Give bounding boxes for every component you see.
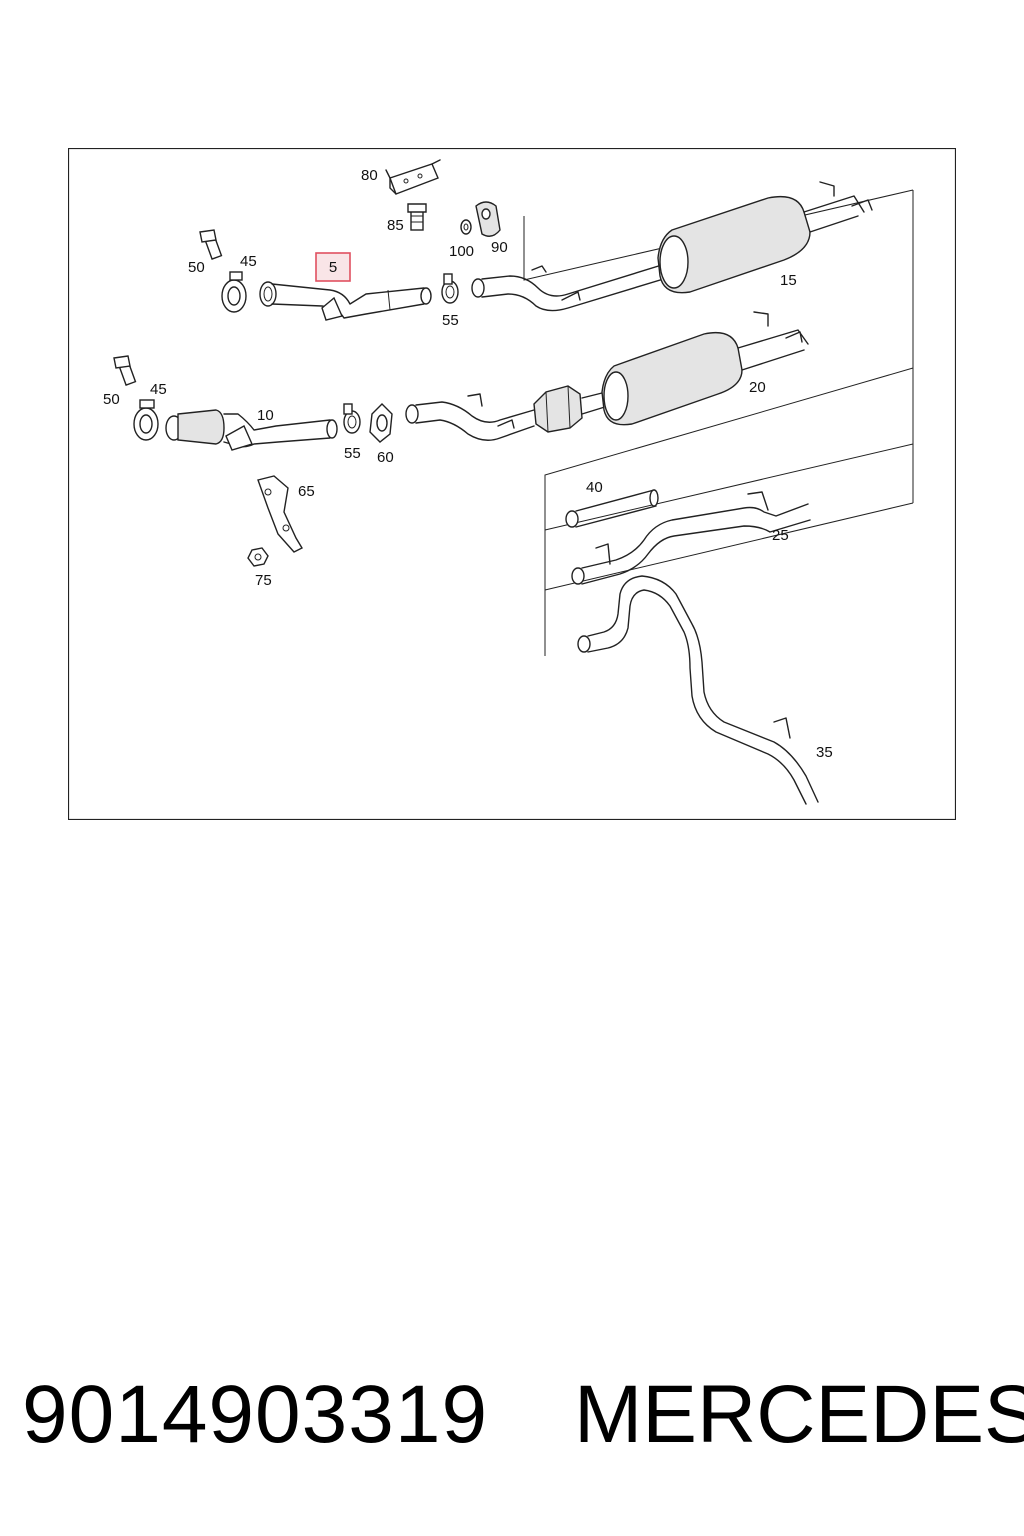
bracket-65: [257, 475, 303, 553]
part-label-90: 90: [491, 239, 508, 256]
exhaust-parts-diagram: 5 80 85 100 90 50 45 55 15 50 45 10 55 6…: [68, 148, 956, 820]
part-number: 9014903319: [22, 1369, 489, 1460]
part-label-45-lower: 45: [150, 381, 167, 398]
pipe-5: [259, 281, 432, 321]
bolt-50-lower: [113, 355, 137, 386]
part-label-75: 75: [255, 572, 272, 589]
part-label-45-upper: 45: [240, 253, 257, 270]
pipe-25: [571, 491, 811, 585]
brand-name: MERCEDES: [574, 1369, 1024, 1460]
part-label-40: 40: [586, 479, 603, 496]
muffler-15: [657, 181, 873, 294]
diagram-border: [68, 148, 956, 820]
highlight-box-part-5[interactable]: [315, 252, 351, 282]
part-label-55-upper: 55: [442, 312, 459, 329]
catalyst-10: [165, 409, 338, 451]
pipe-35: [577, 575, 819, 805]
part-label-60: 60: [377, 449, 394, 466]
part-label-15: 15: [780, 272, 797, 289]
bracket-80: [385, 159, 441, 195]
flange-60: [369, 403, 393, 443]
part-label-50-lower: 50: [103, 391, 120, 408]
part-label-80: 80: [361, 167, 378, 184]
rubber-mount-90: [475, 201, 501, 237]
clamp-45-lower: [133, 399, 159, 441]
clamp-55-upper: [441, 273, 459, 304]
bolt-85: [407, 203, 427, 231]
bolt-50-upper: [199, 229, 223, 260]
part-label-55-lower: 55: [344, 445, 361, 462]
panel-lower: [544, 367, 914, 656]
part-label-10: 10: [257, 407, 274, 424]
part-label-5[interactable]: 5: [329, 259, 337, 276]
part-label-50-upper: 50: [188, 259, 205, 276]
part-label-25: 25: [772, 527, 789, 544]
washer-100: [460, 219, 472, 235]
pipe-40: [565, 489, 659, 528]
nut-75: [247, 547, 269, 567]
muffler-20: [601, 311, 809, 426]
clamp-45-upper: [221, 271, 247, 313]
pipe-upper: [471, 259, 681, 312]
part-label-85: 85: [387, 217, 404, 234]
clamp-55-lower: [343, 403, 361, 434]
part-label-35: 35: [816, 744, 833, 761]
part-label-65: 65: [298, 483, 315, 500]
pipe-middle: [405, 393, 535, 441]
part-label-20: 20: [749, 379, 766, 396]
part-label-100: 100: [449, 243, 474, 260]
